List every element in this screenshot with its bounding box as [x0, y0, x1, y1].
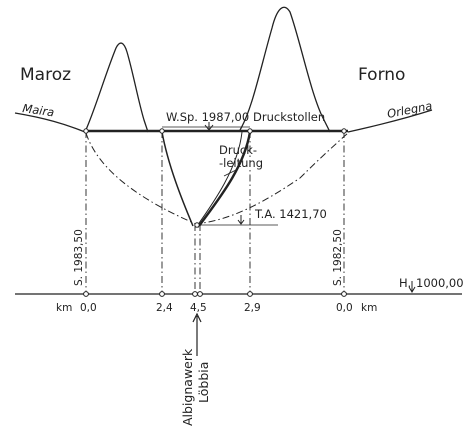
maroz-mountain-outline: [84, 42, 149, 133]
node-power-plant: [194, 222, 200, 228]
orlegna-label: Orlegna: [386, 98, 434, 120]
tick-marker-right: [341, 291, 347, 297]
maira-river-line: [14, 112, 86, 133]
tick-marker-2-9: [247, 291, 253, 297]
tunnel-left-wall: [161, 131, 194, 227]
node-reservoir-left: [83, 128, 89, 134]
datum-arrow-icon: [408, 281, 416, 293]
penstock-label-leader: [223, 169, 237, 177]
km-tick-2-4: 2,4: [156, 302, 173, 314]
maroz-label: Maroz: [20, 65, 71, 85]
node-tunnel-left: [159, 128, 165, 134]
valley-terrain-line: [85, 132, 349, 225]
left-station-label: S. 1983,50: [73, 229, 85, 286]
node-reservoir-right: [341, 128, 347, 134]
tick-marker-4-5-b: [197, 291, 203, 297]
km-tick-0-0-left: 0,0: [80, 302, 97, 314]
node-tunnel-right: [247, 128, 253, 134]
datum-label: H.: [399, 276, 411, 290]
water-level-label: W.Sp. 1987,00: [166, 110, 249, 124]
pressure-tunnel-label: Druckstollen: [253, 110, 325, 124]
tick-marker-2-4: [159, 291, 165, 297]
tick-marker-4-5-a: [192, 291, 198, 297]
maira-label: Maira: [22, 101, 56, 119]
km-unit-right: km: [361, 302, 377, 314]
km-tick-4-5: 4,5: [190, 302, 207, 314]
orlegna-river-line: [347, 109, 433, 133]
penstock-label-line2: -leitung: [219, 156, 263, 170]
penstock-line-inner: [196, 131, 243, 227]
km-tick-0-0-right: 0,0: [336, 302, 353, 314]
tick-marker-left: [83, 291, 89, 297]
water-level-arrow-icon: [204, 122, 214, 131]
plant-name-label: Albignawerk: [180, 348, 195, 426]
penstock-label-line1: Druck-: [219, 143, 257, 157]
forno-label: Forno: [358, 65, 405, 85]
outlet-level-label: T.A. 1421,70: [254, 207, 327, 221]
outlet-level-arrow-icon: [237, 215, 245, 225]
plant-location-label: Löbbia: [196, 362, 211, 403]
datum-value-label: 1000,00: [416, 276, 464, 290]
km-unit-left: km: [56, 302, 72, 314]
right-station-label: S. 1982,50: [332, 229, 344, 286]
penstock-line-main: [198, 131, 252, 227]
plant-arrow-icon: [192, 312, 202, 356]
forno-mountain-outline: [239, 6, 331, 133]
km-tick-2-9: 2,9: [244, 302, 261, 314]
